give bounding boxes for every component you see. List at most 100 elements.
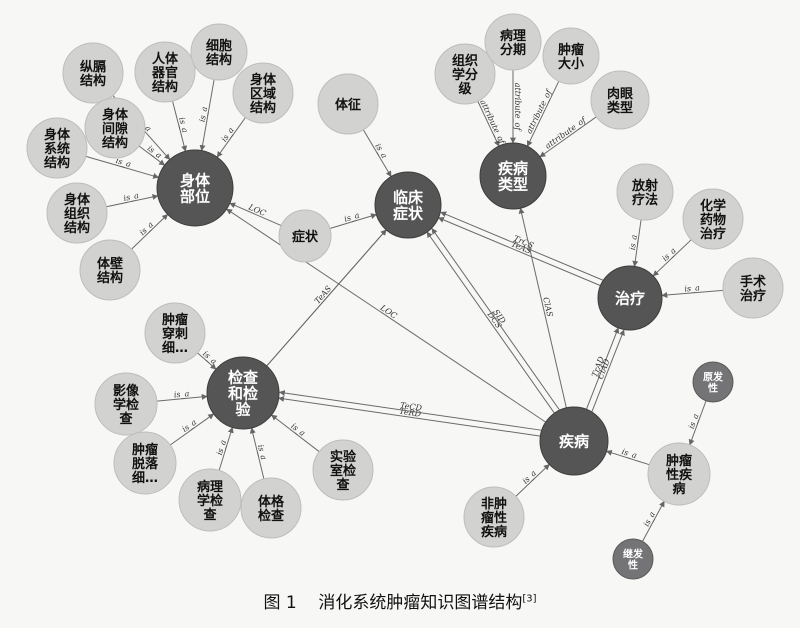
edge-label-loc: LOC: [246, 202, 267, 218]
edge-clas: [518, 207, 567, 408]
edge-label-is_a: is_a: [173, 389, 189, 399]
node-circle: [312, 439, 374, 501]
edge-is_a: [688, 400, 707, 446]
edge-label-is_a: is_a: [256, 444, 268, 461]
node-bs2: 人体器官结构: [134, 41, 196, 103]
node-circle: [94, 372, 158, 436]
node-label: 临床症状: [393, 189, 424, 223]
edge-is_a: [169, 413, 215, 446]
edge-sid: [431, 228, 560, 411]
node-label: 继发性: [623, 547, 644, 571]
edge-is_a: [271, 414, 320, 453]
node-label: 疾病类型: [498, 160, 528, 194]
node-label: 身体区域结构: [250, 72, 277, 116]
node-symptom: 症状: [278, 209, 332, 263]
node-circle: [692, 361, 734, 403]
edge-attribute_of: [477, 100, 500, 147]
node-ex4: 病理学检查: [178, 468, 242, 532]
node-label: 非肿瘤性疾病: [481, 496, 507, 540]
node-label: 治疗: [615, 290, 645, 308]
edge-label-is_a: is_a: [201, 349, 219, 366]
node-dt2: 病理分期: [484, 13, 542, 71]
node-label: 肿瘤性疾病: [666, 453, 693, 497]
node-label: 实验室检查: [330, 449, 357, 493]
edge-label-is_a: is_a: [215, 439, 228, 457]
node-label: 细胞结构: [206, 38, 232, 68]
node-ex5: 体格检查: [240, 477, 302, 539]
node-bs1: 纵膈结构: [62, 42, 124, 104]
edge-terd: [278, 395, 541, 437]
node-circle: [647, 442, 711, 506]
node-circle: [206, 356, 280, 430]
node-circle: [590, 70, 650, 130]
node-tr3: 手术治疗: [722, 257, 784, 319]
node-ex1: 肿瘤穿刺细…: [144, 302, 206, 364]
node-label: 肉眼类型: [607, 86, 634, 116]
edge-label-clas: ClAS: [541, 296, 554, 318]
edge-is_a: [106, 194, 159, 208]
node-label: 组织学分级: [452, 53, 478, 97]
edge-label-is_a: is_a: [343, 211, 361, 224]
edge-label-is_a: is_a: [628, 234, 639, 251]
edge-is_a: [642, 500, 665, 542]
node-dt4: 肉眼类型: [590, 70, 650, 130]
edge-is_a: [329, 213, 377, 229]
edge-is_a: [652, 239, 692, 277]
edge-tecd: [278, 390, 542, 431]
node-body_part: 身体部位: [156, 149, 234, 227]
edge-is_a: [632, 219, 642, 267]
node-label: 体壁结构: [97, 256, 123, 286]
edge-is_a: [199, 79, 215, 152]
edge-teas: [437, 217, 601, 287]
node-label: 身体组织结构: [64, 192, 91, 236]
node-circle: [232, 62, 294, 124]
caption-fig: 图 1: [263, 593, 297, 613]
edge-label-attribute_of: attribute_of: [544, 115, 590, 151]
node-dt1: 组织学分级: [434, 43, 496, 105]
edge-loc: [229, 202, 282, 227]
node-tr2: 化学药物治疗: [682, 188, 744, 250]
edge-label-attribute_of: attribute_of: [525, 87, 555, 136]
node-symptom_clinical: 临床症状: [374, 171, 442, 239]
node-label: 检查和检验: [228, 369, 259, 419]
node-circle: [612, 538, 654, 580]
node-label: 化学药物治疗: [700, 198, 726, 242]
edge-attribute_of: [539, 116, 597, 158]
node-label: 身体系统结构: [44, 127, 71, 171]
edge-label-is_a: is_a: [115, 156, 133, 169]
node-label: 放射疗法: [631, 178, 658, 208]
node-disease_type: 疾病类型: [479, 142, 547, 210]
edge-is_a: [131, 213, 169, 250]
node-label: 疾病: [559, 433, 589, 451]
node-treatment: 治疗: [597, 265, 663, 331]
node-ds2: 肿瘤性疾病: [647, 442, 711, 506]
node-circle: [190, 23, 248, 81]
edge-is_a: [156, 393, 208, 402]
node-circle: [113, 431, 177, 495]
edge-clad: [591, 329, 625, 412]
node-sign: 体征: [317, 73, 379, 135]
edge-label-is_a: is_a: [177, 116, 190, 133]
node-label: 身体间隙结构: [102, 107, 129, 151]
edge-is_a: [218, 426, 234, 471]
node-circle: [84, 97, 146, 159]
edge-label-teas: TeAS: [313, 284, 334, 306]
node-circle: [722, 257, 784, 319]
node-label: 影像学检查: [113, 383, 140, 427]
node-circle: [178, 468, 242, 532]
edge-is_a: [515, 464, 550, 497]
edge-label-is_a: is_a: [521, 468, 539, 485]
node-circle: [317, 73, 379, 135]
node-bs3: 细胞结构: [190, 23, 248, 81]
node-ex2: 影像学检查: [94, 372, 158, 436]
edge-loc: [226, 208, 546, 423]
node-exam: 检查和检验: [206, 356, 280, 430]
edge-is_a: [138, 145, 166, 166]
node-tr1: 放射疗法: [616, 163, 674, 221]
edge-label-is_a: is_a: [123, 191, 140, 203]
node-circle: [46, 182, 108, 244]
node-ds1: 非肿瘤性疾病: [463, 486, 525, 548]
node-circle: [479, 142, 547, 210]
node-circle: [616, 163, 674, 221]
edge-is_a: [661, 289, 724, 298]
